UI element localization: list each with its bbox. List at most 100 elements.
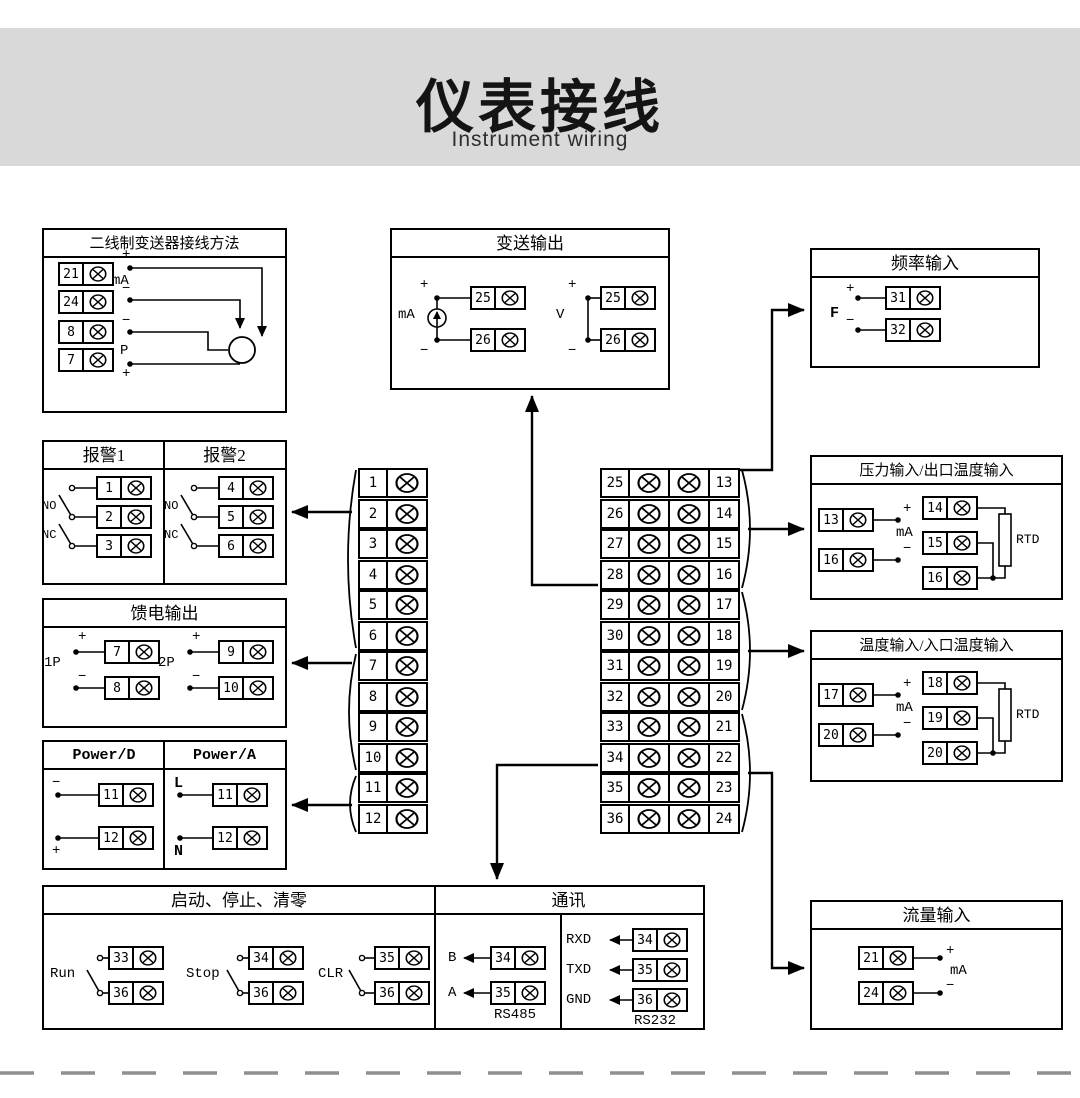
screw-terminal-icon	[388, 682, 428, 712]
box-title: 流量输入	[812, 902, 1061, 930]
screw-glyph	[953, 710, 971, 726]
terminal-17: 17	[818, 683, 874, 707]
screw-terminal-icon	[496, 328, 526, 352]
plus-label: +	[846, 281, 855, 297]
terminal-16-rtd: 16	[922, 566, 978, 590]
screw-terminal-icon	[244, 505, 274, 529]
terminal-number: 3	[96, 534, 122, 558]
terminal-number: 27	[600, 529, 630, 559]
alarm-box-divider	[163, 440, 165, 585]
minus-label: −	[122, 313, 131, 329]
minus-label: −	[122, 281, 131, 297]
terminal-number: 16	[710, 560, 740, 590]
plus-label: +	[946, 943, 955, 959]
terminal-34-rs232: 34	[632, 928, 688, 952]
screw-glyph	[677, 626, 701, 646]
terminal-number: 12	[358, 804, 388, 834]
screw-terminal-icon	[630, 560, 670, 590]
screw-glyph	[395, 595, 419, 615]
terminal-number: 17	[710, 590, 740, 620]
screw-glyph	[395, 778, 419, 798]
screw-glyph	[953, 500, 971, 516]
screw-terminal-icon	[630, 712, 670, 742]
screw-terminal-icon	[244, 640, 274, 664]
screw-glyph	[249, 680, 267, 696]
a-label: A	[448, 985, 457, 1001]
terminal-10-feed: 10	[218, 676, 274, 700]
nc-label: NC	[164, 528, 179, 542]
screw-terminal-icon	[630, 590, 670, 620]
screw-glyph	[395, 809, 419, 829]
terminal-25-ma: 25	[470, 286, 526, 310]
screw-glyph	[637, 473, 661, 493]
minus-label: −	[846, 313, 855, 329]
terminal-31: 31	[885, 286, 941, 310]
screw-glyph	[501, 332, 519, 348]
screw-terminal-icon	[670, 773, 710, 803]
plus-label: +	[903, 676, 912, 692]
center-left-terminal-row: 10	[358, 743, 428, 773]
terminal-number: 19	[922, 706, 948, 730]
screw-glyph	[663, 962, 681, 978]
screw-glyph	[405, 985, 423, 1001]
stop-label: Stop	[186, 966, 220, 982]
page-title: 仪表接线	[415, 75, 664, 140]
screw-terminal-icon	[122, 505, 152, 529]
screw-glyph	[677, 809, 701, 829]
terminal-number: 34	[600, 743, 630, 773]
screw-terminal-icon	[630, 499, 670, 529]
screw-glyph	[677, 687, 701, 707]
center-left-terminal-row: 8	[358, 682, 428, 712]
screw-terminal-icon	[670, 499, 710, 529]
screw-glyph	[279, 985, 297, 1001]
minus-label: −	[903, 541, 912, 557]
1p-label: 1P	[44, 655, 61, 671]
center-left-terminal-row: 1	[358, 468, 428, 498]
screw-glyph	[395, 473, 419, 493]
terminal-number: 25	[600, 286, 626, 310]
arrow-to-control-comm	[490, 763, 598, 880]
terminal-6: 6	[218, 534, 274, 558]
screw-glyph	[127, 538, 145, 554]
screw-glyph	[889, 985, 907, 1001]
terminal-number: 6	[358, 621, 388, 651]
terminal-number: 24	[710, 804, 740, 834]
screw-terminal-icon	[630, 743, 670, 773]
screw-glyph	[135, 644, 153, 660]
screw-glyph	[849, 512, 867, 528]
gnd-label: GND	[566, 992, 592, 1008]
screw-terminal-icon	[516, 981, 546, 1005]
terminal-number: 1	[358, 468, 388, 498]
screw-terminal-icon	[496, 286, 526, 310]
screw-terminal-icon	[122, 534, 152, 558]
minus-label: −	[420, 343, 429, 359]
terminal-number: 19	[710, 651, 740, 681]
v-label: V	[556, 307, 565, 323]
terminal-33-run: 33	[108, 946, 164, 970]
screw-terminal-icon	[658, 928, 688, 952]
terminal-number: 35	[632, 958, 658, 982]
rs485-label: RS485	[494, 1007, 537, 1023]
screw-terminal-icon	[134, 946, 164, 970]
terminal-number: 18	[922, 671, 948, 695]
screw-glyph	[677, 778, 701, 798]
center-left-terminal-row: 6	[358, 621, 428, 651]
terminal-number: 25	[600, 468, 630, 498]
screw-terminal-icon	[626, 286, 656, 310]
terminal-number: 4	[218, 476, 244, 500]
screw-glyph	[677, 748, 701, 768]
screw-terminal-icon	[134, 981, 164, 1005]
minus-label: −	[192, 669, 201, 685]
screw-glyph	[953, 745, 971, 761]
screw-terminal-icon	[670, 590, 710, 620]
terminal-18: 18	[922, 671, 978, 695]
center-left-terminal-row: 2	[358, 499, 428, 529]
terminal-11-d: 11	[98, 783, 154, 807]
box-title: 二线制变送器接线方法	[44, 230, 285, 258]
terminal-7-feed: 7	[104, 640, 160, 664]
terminal-number: 35	[374, 946, 400, 970]
screw-terminal-icon	[630, 468, 670, 498]
terminal-number: 25	[470, 286, 496, 310]
terminal-35-clr: 35	[374, 946, 430, 970]
